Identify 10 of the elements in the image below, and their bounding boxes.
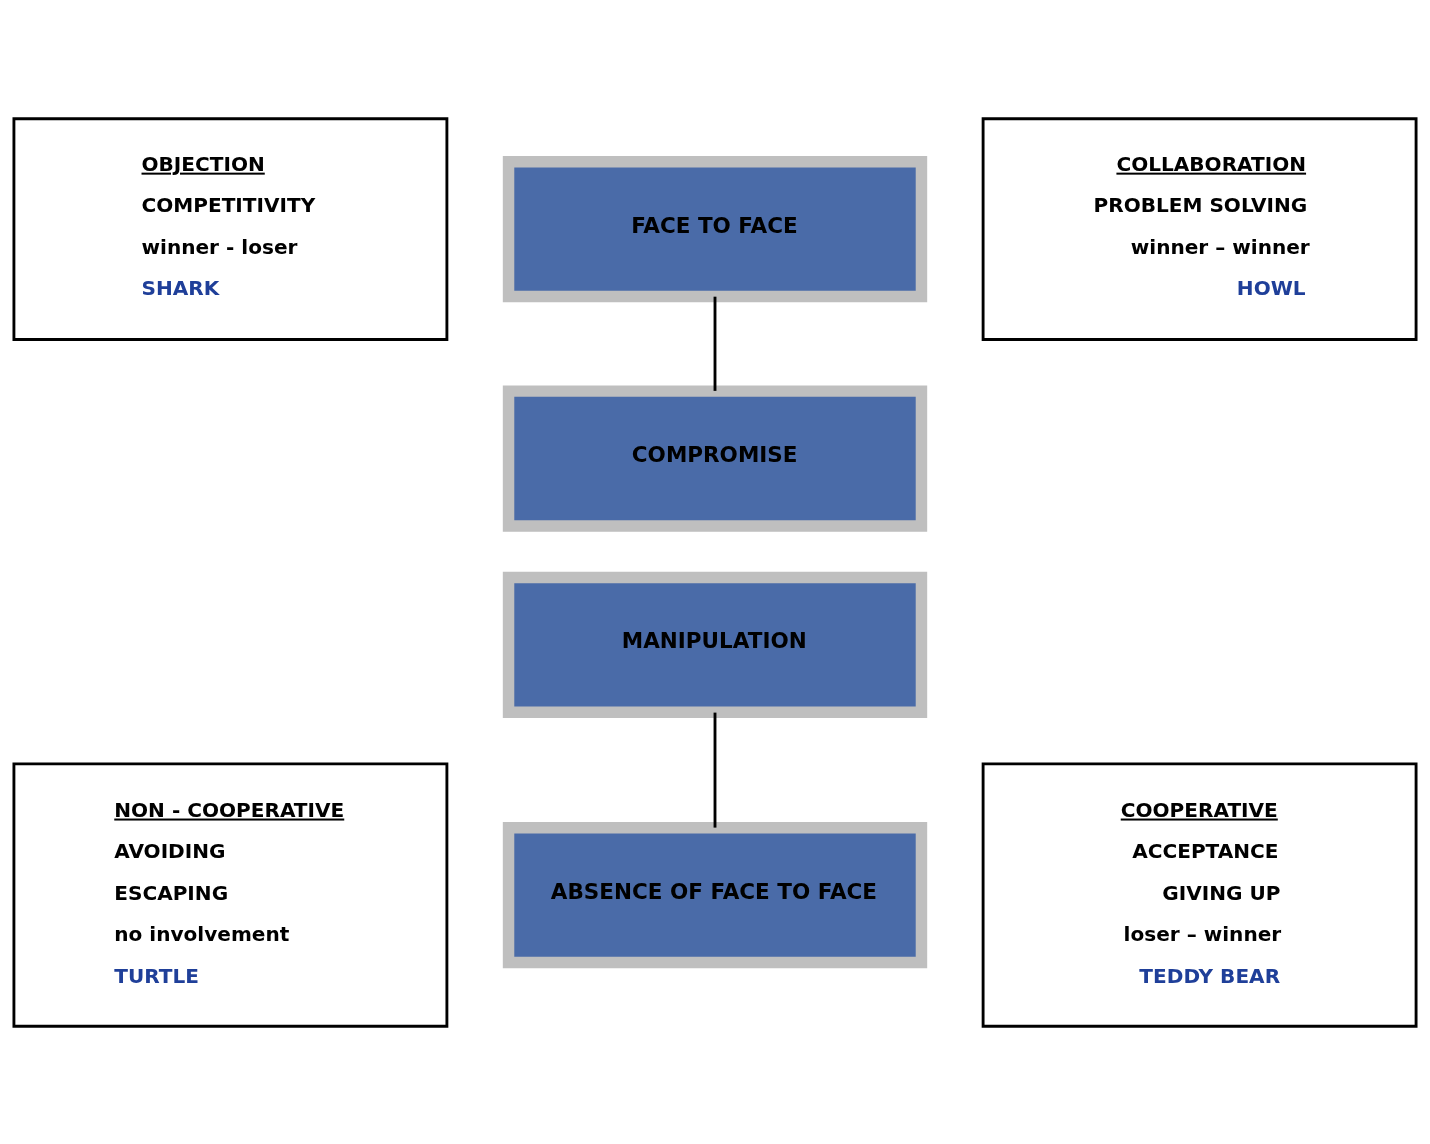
connector <box>713 296 717 391</box>
node-box: COMPROMISE <box>502 384 928 532</box>
node-box: COOPERATIVE ACCEPTANCE GIVING UP loser – winner TEDDY BEAR <box>981 761 1418 1028</box>
node-box: OBJECTION COMPETITIVITY winner - loser SHARK <box>12 116 449 341</box>
node-box: FACE TO FACE <box>502 155 928 302</box>
node-box: ABSENCE OF FACE TO FACE <box>502 821 928 968</box>
connector <box>713 712 717 828</box>
node-box: NON - COOPERATIVE AVOIDING ESCAPING no involvement TURTLE <box>12 761 449 1028</box>
node-box: COLLABORATION PROBLEM SOLVING winner – winner HOWL <box>981 116 1418 341</box>
node-box: MANIPULATION <box>502 571 928 718</box>
